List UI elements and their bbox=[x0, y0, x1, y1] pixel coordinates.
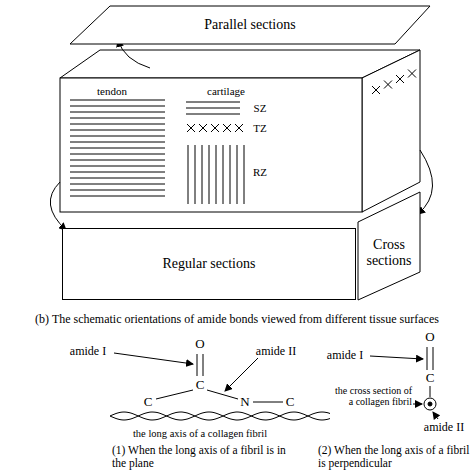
tendon-fiber bbox=[70, 148, 165, 149]
transitional-fiber bbox=[235, 124, 243, 132]
tendon-fiber bbox=[70, 178, 165, 179]
bond bbox=[253, 402, 283, 403]
double-bond bbox=[203, 354, 204, 376]
cross-fiber bbox=[396, 75, 404, 83]
collagen-fibril bbox=[110, 412, 330, 420]
tendon-fiber bbox=[70, 166, 165, 167]
superficial-fiber bbox=[186, 102, 240, 103]
bond-name: amide I bbox=[70, 345, 106, 358]
leader-arrow bbox=[114, 353, 193, 364]
superficial-fiber bbox=[186, 114, 240, 115]
tissue-name: tendon bbox=[97, 85, 127, 97]
cross-fiber bbox=[384, 81, 392, 89]
section-plane: Parallel sections bbox=[70, 6, 430, 44]
tendon-fiber bbox=[70, 100, 165, 101]
tendon-fiber bbox=[70, 154, 165, 155]
tendon-fiber bbox=[70, 112, 165, 113]
cross-fiber bbox=[408, 70, 416, 78]
fold-arrow bbox=[50, 182, 66, 230]
atom: O bbox=[424, 330, 435, 344]
cross-fiber bbox=[408, 70, 416, 78]
zone-name: RZ bbox=[253, 166, 267, 178]
bond bbox=[156, 390, 193, 399]
zone-name: TZ bbox=[253, 122, 266, 134]
bond-name: amide II bbox=[256, 345, 296, 358]
transitional-fiber bbox=[211, 124, 219, 132]
tissue-name: cartilage bbox=[207, 85, 245, 97]
fibril-name: the long axis of a collagen fibril bbox=[133, 428, 267, 440]
collagen-fibril bbox=[110, 412, 330, 420]
atom: C bbox=[143, 395, 154, 409]
atom: N bbox=[239, 395, 250, 409]
section-name: Parallel sections bbox=[204, 17, 295, 33]
bond bbox=[207, 390, 238, 399]
tendon-fiber bbox=[70, 118, 165, 119]
fibril-cross-section bbox=[424, 398, 436, 410]
section-name: Regular sections bbox=[163, 256, 256, 272]
tendon-fiber bbox=[70, 124, 165, 125]
case-caption: (2) When the long axis of a fibril is pe… bbox=[318, 444, 470, 469]
bond bbox=[430, 386, 431, 397]
tendon-fiber bbox=[70, 142, 165, 143]
radial-fiber bbox=[188, 145, 189, 204]
cross-fiber bbox=[372, 86, 380, 94]
transitional-fiber bbox=[223, 124, 231, 132]
tendon-fiber bbox=[70, 136, 165, 137]
atom: C bbox=[195, 378, 206, 392]
section-panel: Regular sections bbox=[62, 228, 356, 300]
radial-fiber bbox=[237, 145, 238, 204]
tendon-fiber bbox=[70, 196, 165, 197]
tendon-fiber bbox=[70, 106, 165, 107]
zone-name: SZ bbox=[254, 102, 267, 114]
transitional-fiber bbox=[199, 124, 207, 132]
leader-arrow bbox=[225, 358, 258, 391]
tendon-fiber bbox=[70, 130, 165, 131]
radial-fiber bbox=[223, 145, 224, 204]
leader-arrow bbox=[433, 412, 438, 419]
tendon-fiber bbox=[70, 190, 165, 191]
transitional-fiber bbox=[199, 124, 207, 132]
panel-heading: (b) The schematic orientations of amide … bbox=[35, 313, 439, 326]
double-bond bbox=[433, 347, 434, 370]
transitional-fiber bbox=[187, 124, 195, 132]
superficial-fiber bbox=[186, 108, 240, 109]
double-bond bbox=[197, 354, 198, 376]
cross-fiber bbox=[372, 86, 380, 94]
case-caption: (1) When the long axis of a fibril is in… bbox=[112, 444, 292, 469]
radial-fiber bbox=[244, 145, 245, 204]
radial-fiber bbox=[209, 145, 210, 204]
tendon-fiber bbox=[70, 184, 165, 185]
double-bond bbox=[427, 347, 428, 370]
radial-fiber bbox=[202, 145, 203, 204]
box-front bbox=[60, 78, 362, 212]
tendon-fiber bbox=[70, 172, 165, 173]
tendon-fiber bbox=[70, 160, 165, 161]
leader-arrow bbox=[370, 356, 423, 359]
radial-fiber bbox=[216, 145, 217, 204]
box-top bbox=[60, 50, 420, 78]
transitional-fiber bbox=[223, 124, 231, 132]
atom: O bbox=[194, 337, 205, 351]
transitional-fiber bbox=[211, 124, 219, 132]
fibril-name: the cross section of a collagen fibril bbox=[330, 385, 412, 407]
transitional-fiber bbox=[187, 124, 195, 132]
transitional-fiber bbox=[235, 124, 243, 132]
box-side bbox=[362, 50, 420, 212]
radial-fiber bbox=[230, 145, 231, 204]
fibril-dot bbox=[428, 402, 432, 406]
section-name: Cross sections bbox=[364, 237, 414, 269]
atom: C bbox=[285, 395, 296, 409]
bond-name: amide I bbox=[327, 349, 363, 362]
atom: C bbox=[425, 371, 436, 385]
leader-arrow bbox=[413, 404, 422, 405]
bond-name: amide II bbox=[424, 421, 464, 434]
radial-fiber bbox=[195, 145, 196, 204]
section-plane: Cross sections bbox=[358, 192, 420, 300]
cross-fiber bbox=[396, 75, 404, 83]
cross-fiber bbox=[384, 81, 392, 89]
